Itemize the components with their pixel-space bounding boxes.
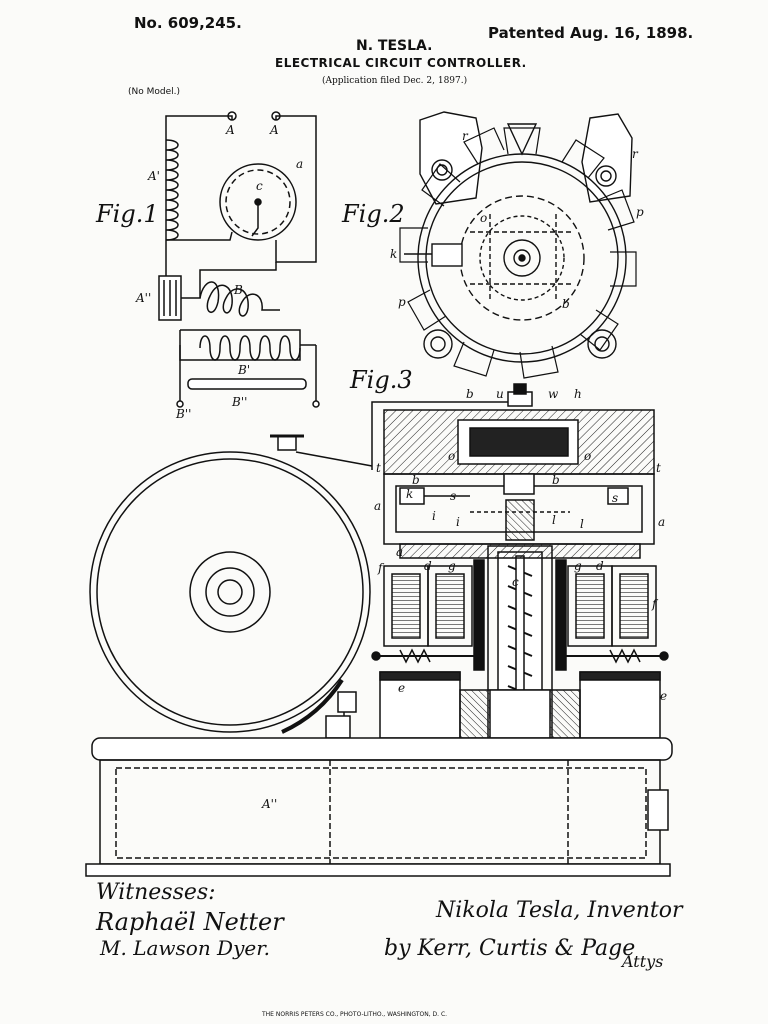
fig3-part-label: t: [656, 461, 661, 475]
fig3-part-label: s: [450, 489, 456, 503]
fig3-part-label: d: [424, 559, 432, 573]
fig3-part-label: o: [584, 449, 591, 463]
fig3-part-label: c: [512, 575, 519, 589]
fig1-diagram: [158, 111, 320, 408]
model-note: (No Model.): [128, 87, 181, 97]
attorneys-signature: by Kerr, Curtis & Page: [384, 936, 636, 961]
fig1-part-label: A: [225, 123, 235, 137]
fig3-part-label: i: [456, 515, 460, 529]
fig2-part-label: p: [398, 295, 406, 309]
fig3-part-label: A'': [261, 797, 277, 811]
fig3-part-label: b: [552, 473, 560, 487]
fig3-part-label: o: [448, 449, 455, 463]
printer-imprint: THE NORRIS PETERS CO., PHOTO-LITHO., WAS…: [262, 1011, 448, 1018]
witness-2-signature: M. Lawson Dyer.: [100, 936, 270, 960]
fig3-label: Fig.3: [349, 366, 413, 394]
fig3-part-label: l: [580, 517, 584, 531]
fig3-part-label: b: [466, 387, 474, 401]
fig1-part-label: B'': [175, 407, 191, 421]
fig1-label: Fig.1: [95, 200, 159, 228]
fig3-part-label: a: [374, 499, 381, 513]
fig3-part-label: d: [596, 559, 604, 573]
fig2-part-label: b: [562, 297, 570, 311]
fig2-part-label: r: [462, 129, 469, 143]
fig3-part-label: w: [548, 387, 559, 401]
fig2-label: Fig.2: [341, 200, 405, 228]
fig3-part-label: i: [432, 509, 436, 523]
fig3-part-label: g: [448, 559, 456, 573]
fig3-part-label: a: [658, 515, 665, 529]
inventor-signature: Nikola Tesla, Inventor: [436, 898, 683, 923]
fig1-part-label: B: [233, 283, 243, 297]
fig3-part-label: f: [377, 561, 385, 575]
attorneys-suffix: Attys: [622, 952, 664, 971]
fig2-part-label: p: [636, 205, 644, 219]
fig3-part-label: b: [412, 473, 420, 487]
witness-1-signature: Raphaël Netter: [96, 908, 284, 936]
fig1-part-label: A'': [135, 291, 151, 305]
fig1-part-label: A: [269, 123, 279, 137]
fig1-part-label: A': [147, 169, 160, 183]
fig3-part-label: l: [552, 513, 556, 527]
fig1-part-label: B'': [231, 395, 247, 409]
fig3-part-label: k: [406, 487, 413, 501]
witnesses-label: Witnesses:: [96, 880, 216, 905]
fig3-diagram: [85, 383, 673, 877]
fig2-diagram: [399, 111, 637, 379]
fig2-part-label: o: [480, 211, 487, 225]
patent-title: ELECTRICAL CIRCUIT CONTROLLER.: [275, 56, 527, 70]
fig3-part-label: e: [660, 689, 667, 703]
fig1-part-label: a: [296, 157, 303, 171]
fig1-part-label: B': [237, 363, 250, 377]
fig2-part-label: r: [632, 147, 639, 161]
fig3-part-label: h: [574, 387, 582, 401]
fig3-part-label: f: [651, 597, 659, 611]
fig2-part-label: k: [390, 247, 397, 261]
inventor-name: N. TESLA.: [356, 38, 433, 54]
fig3-part-label: a: [396, 545, 403, 559]
fig3-part-label: u: [496, 387, 504, 401]
fig3-part-label: e: [398, 681, 405, 695]
application-date: (Application filed Dec. 2, 1897.): [322, 76, 468, 86]
fig1-part-label: c: [256, 179, 263, 193]
fig3-part-label: t: [376, 461, 381, 475]
fig3-part-label: g: [574, 559, 582, 573]
fig3-part-label: s: [612, 491, 618, 505]
patented-date: Patented Aug. 16, 1898.: [488, 24, 694, 42]
patent-number: No. 609,245.: [134, 14, 242, 32]
